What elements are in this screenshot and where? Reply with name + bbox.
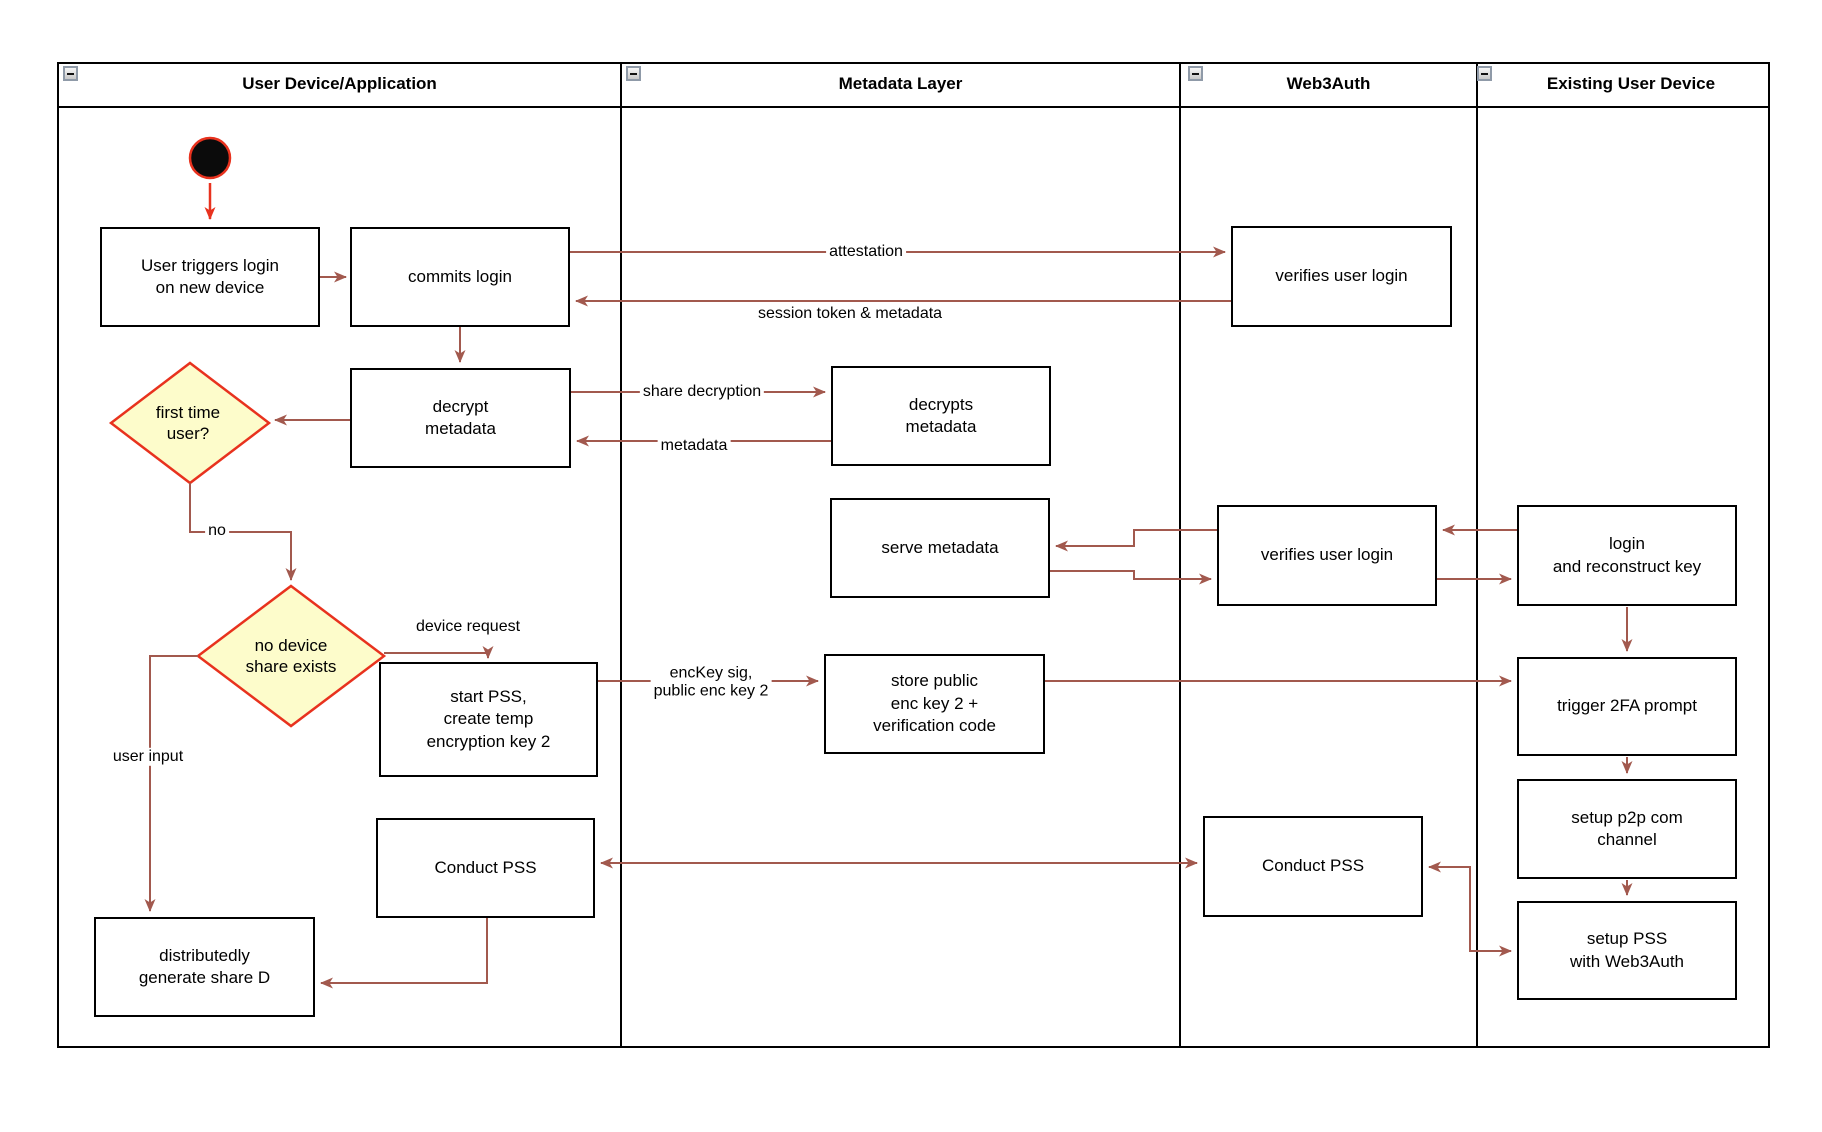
lane-title-user-device: User Device/Application	[242, 74, 437, 93]
node-store-public-key: store public enc key 2 + verification co…	[824, 654, 1045, 754]
lane-divider-3	[1476, 62, 1478, 1048]
node-user-triggers-login: User triggers login on new device	[100, 227, 320, 327]
lane-title-metadata-layer: Metadata Layer	[838, 74, 963, 93]
edge-conductpss-to-generate-share	[320, 918, 488, 989]
node-setup-pss: setup PSS with Web3Auth	[1517, 901, 1737, 1000]
node-start-pss: start PSS, create temp encryption key 2	[379, 662, 598, 777]
node-setup-p2p: setup p2p com channel	[1517, 779, 1737, 879]
node-conduct-pss-user: Conduct PSS	[376, 818, 595, 918]
node-conduct-pss-web3auth: Conduct PSS	[1203, 816, 1423, 917]
edge-label-user-input: user input	[109, 747, 187, 767]
node-decrypts-metadata: decrypts metadata	[831, 366, 1051, 466]
node-generate-share-d: distributedly generate share D	[94, 917, 315, 1017]
node-decrypt-metadata: decrypt metadata	[350, 368, 571, 468]
node-serve-metadata: serve metadata	[830, 498, 1050, 598]
collapse-lane-button[interactable]	[1477, 66, 1492, 81]
lane-title-existing-user-device: Existing User Device	[1546, 74, 1716, 93]
collapse-lane-button[interactable]	[1188, 66, 1203, 81]
lane-divider-2	[1179, 62, 1181, 1048]
node-commits-login: commits login	[350, 227, 570, 327]
initial-node	[188, 136, 232, 180]
decision-label-first-time-user: first time user?	[155, 402, 221, 443]
node-trigger-2fa: trigger 2FA prompt	[1517, 657, 1737, 756]
edge-label-no: no	[205, 521, 229, 541]
decision-no-device-share	[195, 584, 387, 728]
node-verifies-user-login-2: verifies user login	[1217, 505, 1437, 606]
edge-setuppss-conductpss	[1428, 861, 1512, 957]
edge-label-metadata: metadata	[657, 436, 731, 456]
edge-label-session-token: session token & metadata	[754, 304, 946, 324]
edge-serve-to-verifies	[1050, 570, 1212, 585]
edge-label-device-request: device request	[412, 617, 524, 637]
edge-device-request	[384, 646, 494, 659]
decision-label-no-device-share: no device share exists	[245, 635, 337, 676]
collapse-lane-button[interactable]	[63, 66, 78, 81]
edge-label-enckey: encKey sig, public enc key 2	[650, 664, 772, 702]
lane-divider-1	[620, 62, 622, 1048]
edge-verifies-to-serve	[1055, 529, 1217, 552]
node-login-reconstruct-key: login and reconstruct key	[1517, 505, 1737, 606]
lane-title-web3auth: Web3Auth	[1286, 74, 1371, 93]
edge-no-branch	[189, 483, 297, 581]
edge-label-attestation: attestation	[826, 242, 906, 262]
lane-header-row	[57, 62, 1770, 108]
edge-user-input	[144, 655, 198, 912]
edge-label-share-decryption: share decryption	[639, 382, 765, 402]
node-verifies-user-login-1: verifies user login	[1231, 226, 1452, 327]
collapse-lane-button[interactable]	[626, 66, 641, 81]
